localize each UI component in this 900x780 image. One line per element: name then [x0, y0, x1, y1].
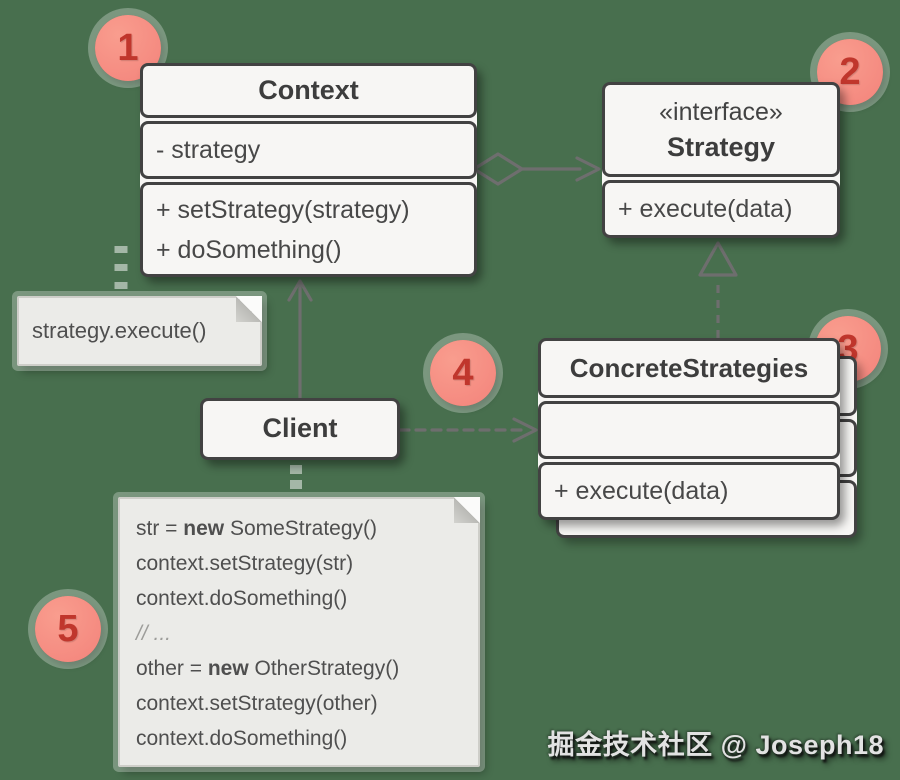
marker-5-label: 5 — [57, 607, 79, 650]
context-method: + doSomething() — [156, 235, 342, 264]
watermark: 掘金技术社区 @ Joseph18 — [547, 730, 884, 760]
realization-connector — [698, 241, 738, 338]
client-title-compartment: Client — [200, 398, 400, 460]
context-method: + setStrategy(strategy) — [156, 195, 410, 224]
code-line: other = new OtherStrategy() — [136, 657, 400, 680]
marker-4: 4 — [430, 340, 496, 406]
folded-corner-icon — [454, 497, 480, 523]
strategy-methods-compartment: + execute(data) — [602, 180, 840, 238]
code-note: str = new SomeStrategy() context.setStrat… — [118, 497, 480, 767]
aggregation-connector — [472, 152, 601, 186]
strategy-method: + execute(data) — [618, 195, 793, 223]
concrete-class-name: ConcreteStrategies — [569, 352, 809, 383]
concrete-methods-compartment: + execute(data) — [538, 462, 840, 520]
folded-corner-icon — [236, 296, 262, 322]
strategy-execute-note-text: strategy.execute() — [32, 318, 207, 343]
class-box-client: Client — [200, 398, 400, 460]
concrete-attributes-compartment — [538, 401, 840, 459]
context-attribute: - strategy — [156, 136, 261, 164]
marker-5: 5 — [35, 596, 101, 662]
concrete-method: + execute(data) — [554, 477, 729, 505]
code-line: context.doSomething() — [136, 587, 348, 610]
strategy-stereotype: «interface» — [659, 97, 783, 126]
code-line: context.setStrategy(other) — [136, 692, 378, 715]
marker-1: 1 — [95, 15, 161, 81]
code-line: str = new SomeStrategy() — [136, 517, 377, 540]
context-class-name: Context — [258, 74, 359, 105]
code-line: context.doSomething() — [136, 727, 348, 750]
client-class-name: Client — [262, 413, 338, 444]
class-box-context: Context - strategy + setStrategy(strateg… — [140, 63, 477, 277]
context-title-compartment: Context — [140, 63, 477, 118]
strategy-class-name: Strategy — [666, 132, 776, 163]
marker-4-label: 4 — [452, 351, 474, 394]
strategy-title-compartment: «interface» Strategy — [602, 82, 840, 177]
dependency-connector-client-concretestrategies — [398, 417, 538, 443]
association-connector-client-context — [287, 279, 313, 400]
code-note-text: str = new SomeStrategy() context.setStrat… — [136, 511, 462, 756]
marker-1-label: 1 — [117, 26, 139, 69]
code-line: context.setStrategy(str) — [136, 552, 354, 575]
concrete-title-compartment: ConcreteStrategies — [538, 338, 840, 398]
strategy-execute-note: strategy.execute() — [17, 296, 262, 366]
marker-2-label: 2 — [839, 50, 861, 93]
context-methods-compartment: + setStrategy(strategy) + doSomething() — [140, 182, 477, 277]
class-box-concrete-strategies: ConcreteStrategies + execute(data) — [538, 338, 840, 520]
class-box-strategy: «interface» Strategy + execute(data) — [602, 82, 840, 238]
code-line: // ... — [136, 622, 172, 645]
context-attributes-compartment: - strategy — [140, 121, 477, 179]
